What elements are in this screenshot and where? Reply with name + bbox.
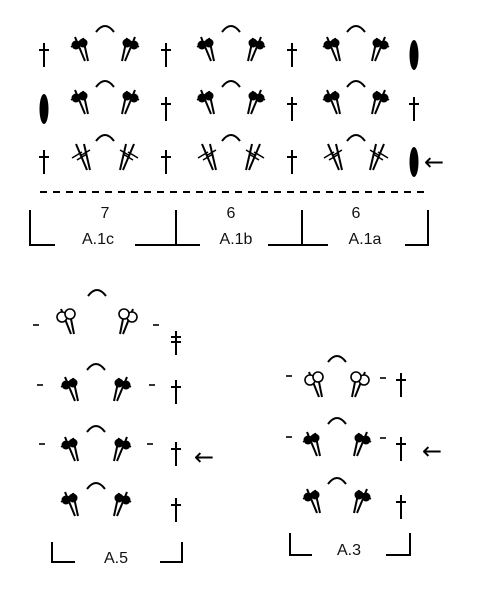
- stitch-count-a1a: 6: [351, 205, 361, 222]
- bobble-symbol: [409, 40, 419, 70]
- filled-cluster: [60, 376, 79, 402]
- filled-cluster: [60, 436, 79, 462]
- chain-arc: [86, 363, 106, 371]
- filled-cluster: [114, 437, 131, 461]
- label-a1c: A.1c: [81, 231, 115, 248]
- bracket-a3-left: [289, 533, 312, 556]
- dc-symbol: [170, 379, 182, 405]
- chain-arc: [221, 134, 241, 142]
- dc-symbol: [38, 149, 50, 175]
- stitch-count-a1c: 7: [100, 205, 110, 222]
- left-arrow-icon: ←: [194, 443, 215, 471]
- chain-arc: [327, 477, 347, 485]
- filled-cluster: [302, 431, 321, 457]
- stitch-count-a1b: 6: [226, 205, 236, 222]
- dc-symbol: [160, 42, 172, 68]
- bobble-symbol: [39, 94, 49, 124]
- filled-cluster: [302, 488, 321, 514]
- tr-symbol: [170, 330, 182, 356]
- bracket-right: [405, 210, 429, 246]
- left-arrow-icon: ←: [424, 148, 445, 176]
- dc-symbol: [286, 42, 298, 68]
- filled-cluster: [196, 89, 215, 115]
- filled-cluster: [70, 36, 89, 62]
- filled-cluster: [60, 491, 79, 517]
- chain-arc: [346, 80, 366, 88]
- chain-arc: [95, 25, 115, 33]
- chart-a5: [32, 289, 183, 563]
- chain-arc: [86, 425, 106, 433]
- filled-cluster: [114, 492, 131, 516]
- bracket-a3-right: [386, 533, 411, 556]
- filled-cluster: [248, 90, 265, 114]
- left-arrow-icon: ←: [422, 437, 443, 465]
- chain-arc: [346, 25, 366, 33]
- dc-symbol: [38, 42, 50, 68]
- chain-arc: [95, 80, 115, 88]
- filled-cluster: [196, 36, 215, 62]
- dc-symbol: [395, 494, 407, 520]
- dc-symbol: [395, 372, 407, 398]
- crossed-cluster: [323, 143, 343, 171]
- filled-cluster: [372, 37, 389, 61]
- open-cluster: [119, 309, 137, 334]
- filled-cluster: [354, 489, 371, 513]
- chart-a3: [285, 355, 411, 556]
- crossed-cluster: [197, 143, 217, 171]
- filled-cluster: [322, 36, 341, 62]
- filled-cluster: [122, 37, 139, 61]
- dc-symbol: [395, 436, 407, 462]
- chain-arc: [327, 417, 347, 425]
- dc-symbol: [170, 497, 182, 523]
- bracket-left: [29, 210, 55, 246]
- dc-symbol: [170, 441, 182, 467]
- dc-symbol: [160, 149, 172, 175]
- filled-cluster: [248, 37, 265, 61]
- chart-a1: [29, 25, 430, 246]
- chain-arc: [87, 289, 107, 297]
- label-a1b: A.1b: [219, 231, 253, 248]
- open-cluster: [56, 308, 76, 335]
- label-a3: A.3: [336, 542, 362, 559]
- chain-arc: [221, 80, 241, 88]
- dc-symbol: [286, 149, 298, 175]
- dc-symbol: [408, 96, 420, 122]
- chain-arc: [86, 482, 106, 490]
- filled-cluster: [70, 89, 89, 115]
- dc-symbol: [160, 96, 172, 122]
- crossed-cluster: [71, 143, 91, 171]
- filled-cluster: [122, 90, 139, 114]
- dc-symbol: [286, 96, 298, 122]
- open-cluster: [351, 372, 369, 397]
- chain-arc: [221, 25, 241, 33]
- row-a1-top: [38, 25, 419, 70]
- bracket-a5-left: [51, 542, 75, 563]
- label-a1a: A.1a: [348, 231, 382, 248]
- chain-arc: [346, 134, 366, 142]
- label-a5: A.5: [103, 550, 129, 567]
- filled-cluster: [114, 377, 131, 401]
- filled-cluster: [322, 89, 341, 115]
- filled-cluster: [372, 90, 389, 114]
- bobble-symbol: [409, 147, 419, 177]
- row-a1-bottom: [38, 134, 419, 177]
- chain-arc: [327, 355, 347, 363]
- crossed-cluster: [370, 144, 388, 170]
- crossed-cluster: [120, 144, 138, 170]
- chain-arc: [95, 134, 115, 142]
- row-a1-middle: [39, 80, 420, 124]
- open-cluster: [304, 371, 324, 398]
- filled-cluster: [354, 432, 371, 456]
- bracket-a5-right: [160, 542, 183, 563]
- crossed-cluster: [246, 144, 264, 170]
